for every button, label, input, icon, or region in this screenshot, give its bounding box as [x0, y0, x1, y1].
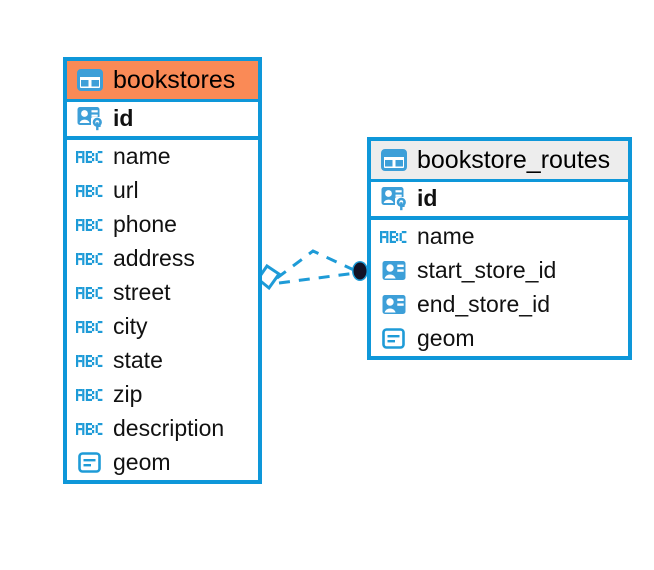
- field-label-state: state: [113, 347, 163, 374]
- text-abc-icon: [76, 143, 104, 171]
- fields-section-bookstores: name: [67, 140, 258, 480]
- field-row-end-store-id[interactable]: end_store_id: [371, 288, 628, 322]
- text-abc-icon: [76, 415, 104, 443]
- entity-table-bookstores[interactable]: bookstores: [63, 57, 262, 484]
- relationship-connector[interactable]: [255, 238, 383, 318]
- field-label-id: id: [417, 185, 438, 212]
- field-row-street[interactable]: street: [67, 276, 258, 310]
- filled-circle-marker: [352, 261, 368, 281]
- field-row-phone[interactable]: phone: [67, 208, 258, 242]
- primary-key-icon: [380, 185, 408, 213]
- field-row-geom[interactable]: geom: [371, 322, 628, 356]
- field-label-end-store-id: end_store_id: [417, 291, 550, 318]
- field-row-start-store-id[interactable]: start_store_id: [371, 254, 628, 288]
- text-abc-icon: [76, 279, 104, 307]
- foreign-key-icon: [380, 257, 408, 285]
- key-glyph: [90, 117, 104, 132]
- relationship-line-upper: [276, 249, 357, 280]
- entity-header-bookstores[interactable]: bookstores: [67, 61, 258, 99]
- field-label-description: description: [113, 415, 225, 442]
- geometry-icon: [76, 449, 104, 477]
- field-row-state[interactable]: state: [67, 344, 258, 378]
- text-abc-icon: [76, 313, 104, 341]
- field-label-name: name: [113, 143, 171, 170]
- entity-title-bookstore-routes: bookstore_routes: [417, 145, 611, 174]
- key-glyph: [394, 197, 408, 212]
- entity-table-bookstore-routes[interactable]: bookstore_routes: [367, 137, 632, 360]
- text-abc-icon: [76, 177, 104, 205]
- primary-key-section-bookstore-routes: id: [371, 179, 628, 220]
- field-row-url[interactable]: url: [67, 174, 258, 208]
- field-row-description[interactable]: description: [67, 412, 258, 446]
- field-label-url: url: [113, 177, 139, 204]
- table-icon: [76, 66, 104, 94]
- fields-section-bookstore-routes: name start_store_id: [371, 220, 628, 356]
- field-label-phone: phone: [113, 211, 177, 238]
- field-row-id[interactable]: id: [371, 182, 628, 216]
- field-label-geom: geom: [417, 325, 475, 352]
- field-row-name[interactable]: name: [371, 220, 628, 254]
- primary-key-section-bookstores: id: [67, 99, 258, 140]
- text-abc-icon: [76, 347, 104, 375]
- field-label-name: name: [417, 223, 475, 250]
- text-abc-icon: [380, 223, 408, 251]
- field-label-street: street: [113, 279, 171, 306]
- field-label-geom: geom: [113, 449, 171, 476]
- text-abc-icon: [76, 211, 104, 239]
- field-label-address: address: [113, 245, 195, 272]
- primary-key-icon: [76, 105, 104, 133]
- field-row-city[interactable]: city: [67, 310, 258, 344]
- field-label-zip: zip: [113, 381, 143, 408]
- field-row-geom[interactable]: geom: [67, 446, 258, 480]
- field-row-address[interactable]: address: [67, 242, 258, 276]
- field-label-city: city: [113, 313, 148, 340]
- field-label-id: id: [113, 105, 134, 132]
- entity-header-bookstore-routes[interactable]: bookstore_routes: [371, 141, 628, 179]
- field-label-start-store-id: start_store_id: [417, 257, 557, 284]
- table-icon: [380, 146, 408, 174]
- field-row-id[interactable]: id: [67, 102, 258, 136]
- text-abc-icon: [76, 381, 104, 409]
- relationship-line-lower: [278, 271, 357, 285]
- entity-title-bookstores: bookstores: [113, 65, 236, 94]
- field-row-zip[interactable]: zip: [67, 378, 258, 412]
- field-row-name[interactable]: name: [67, 140, 258, 174]
- geometry-icon: [380, 325, 408, 353]
- foreign-key-icon: [380, 291, 408, 319]
- text-abc-icon: [76, 245, 104, 273]
